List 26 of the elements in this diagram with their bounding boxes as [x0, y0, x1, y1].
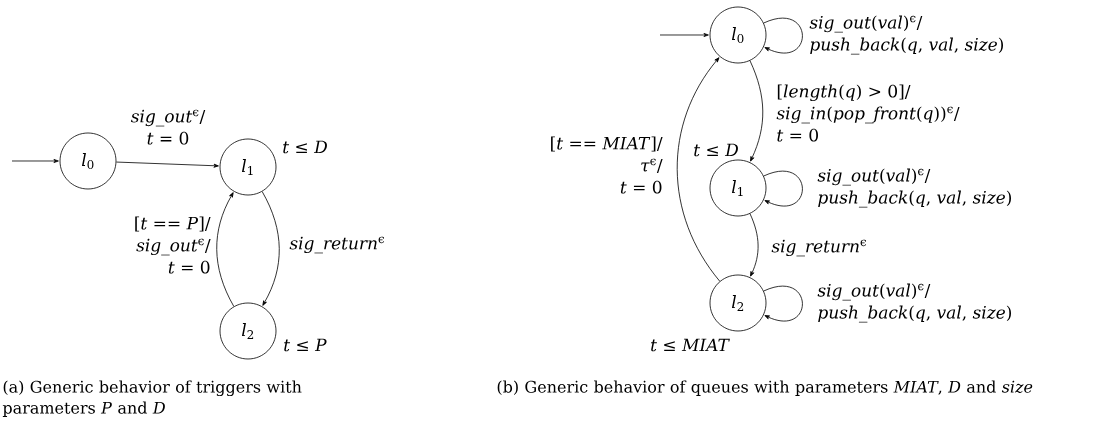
caption: (a) Generic behavior of triggers with parameters P and D — [2, 380, 302, 417]
initial-arrow — [659, 33, 709, 37]
self-loop-arrow — [763, 17, 803, 54]
invariant-label: t ≤ D — [283, 140, 327, 154]
edge-label: sig_return$^{ϵ}$ — [770, 238, 869, 258]
transition-arrow — [749, 60, 764, 162]
edge-label: sig_return$^{ϵ}$ — [288, 235, 387, 255]
transition-arrow — [115, 161, 219, 168]
invariant-label: t ≤ D — [694, 143, 738, 157]
self-loop-arrow — [763, 170, 803, 207]
edge-label: sig_out(val)$^{ϵ}$/ push_back(q, val, size) — [808, 14, 1006, 56]
transition-arrow — [261, 191, 280, 306]
edge-label: [t == P]/ sig_out$^{ϵ}$/ t = 0 — [132, 215, 212, 275]
edge-label: [length(q) > 0]/ sig_in(pop_front(q))$^{ϵ}$/ t = 0 — [775, 83, 961, 143]
edge-label: sig_out(val)$^{ϵ}$/ push_back(q, val, size) — [816, 167, 1014, 209]
caption: (b) Generic behavior of queues with parameters MIAT, D and size — [497, 380, 1033, 396]
transition-arrow — [676, 57, 721, 282]
edge-label: sig_out(val)$^{ϵ}$/ push_back(q, val, size) — [816, 282, 1014, 324]
invariant-label: t ≤ P — [284, 338, 327, 352]
initial-arrow — [11, 159, 59, 163]
edge-label: sig_out$^{ϵ}$/ t = 0 — [129, 108, 207, 146]
self-loop-arrow — [763, 285, 803, 322]
edge-label: [t == MIAT]/ τ$^{ϵ}$/ t = 0 — [548, 135, 664, 195]
transition-arrow — [749, 213, 759, 277]
transition-arrow — [216, 192, 235, 307]
invariant-label: t ≤ MIAT — [651, 338, 730, 352]
